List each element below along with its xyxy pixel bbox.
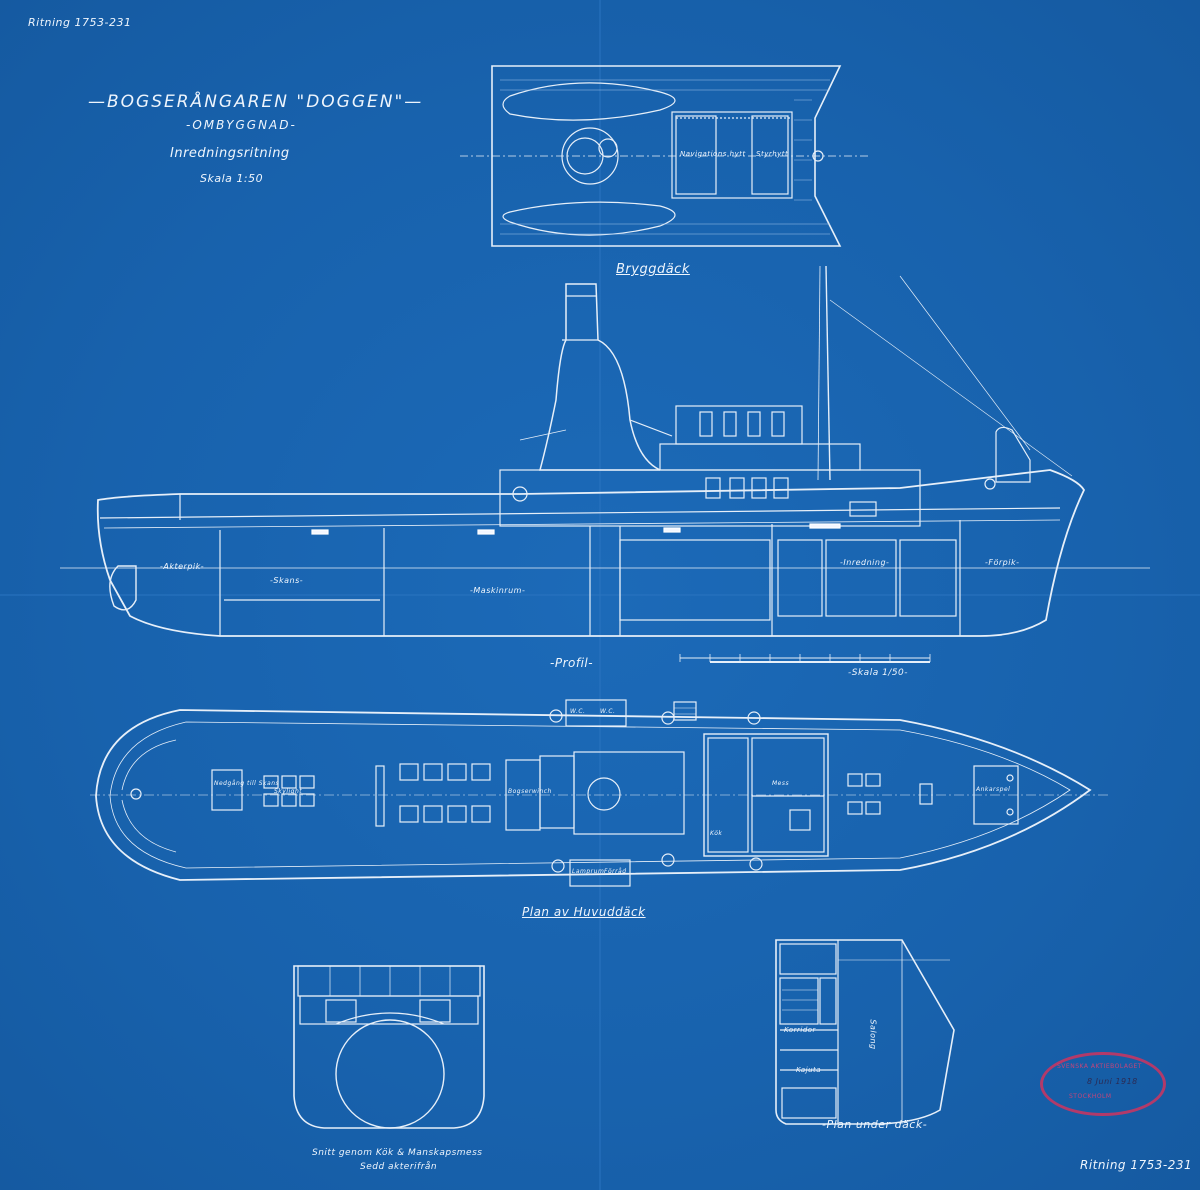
bridge-deck-plan	[460, 65, 870, 247]
label-mess: Mess	[772, 780, 790, 787]
label-bogsering: Bogserwinch	[508, 788, 552, 795]
label-styrhytt: Styrhytt	[756, 150, 789, 158]
label-wc1: W.C.	[570, 708, 586, 715]
label-wc2: W.C.	[600, 708, 616, 715]
label-forrad: Förråd	[604, 868, 627, 875]
registration-stamp: SVENSKA AKTIEBOLAGET 8 Juni 1918 STOCKHO…	[1040, 1052, 1166, 1116]
profile-scale-label: -Skala 1/50-	[848, 668, 909, 678]
section-title-line2: Sedd akterifrån	[360, 1162, 438, 1172]
label-skans: -Skans-	[270, 576, 304, 585]
drawing-type: Inredningsritning	[170, 146, 290, 161]
label-korridor: Korridor	[784, 1026, 816, 1034]
label-inredning: -Inredning-	[840, 558, 890, 567]
main-deck-title: Plan av Huvuddäck	[522, 905, 646, 919]
ship-subtitle: -OMBYGGNAD-	[186, 118, 297, 132]
stamp-line1: SVENSKA AKTIEBOLAGET	[1057, 1063, 1142, 1070]
label-ankarspel: Ankarspel	[976, 786, 1011, 793]
section-title-line1: Snitt genom Kök & Manskapsmess	[312, 1148, 483, 1158]
label-lamprum: Lamprum	[572, 868, 605, 875]
stamp-date: 8 Juni 1918	[1087, 1077, 1138, 1086]
drawing-number-bottom: Ritning 1753-231	[1080, 1158, 1193, 1172]
stamp-line3: STOCKHOLM	[1069, 1093, 1112, 1100]
profile-view	[60, 265, 1150, 663]
label-akterpik: -Akterpik-	[160, 562, 205, 571]
section-view	[293, 965, 485, 1129]
main-deck-plan	[90, 699, 1110, 887]
label-navigation: Navigations hytt	[680, 150, 746, 158]
label-nedgang: Nedgång till Skans	[214, 780, 280, 787]
below-deck-plan	[775, 939, 955, 1125]
label-maskinrum: -Maskinrum-	[470, 586, 526, 595]
label-forpik: -Förpik-	[985, 558, 1020, 567]
label-kajuta: Kajuta	[796, 1066, 822, 1074]
label-skylight: Skylight	[274, 788, 303, 795]
label-kok: Kök	[710, 830, 723, 837]
bridge-deck-title: Bryggdäck	[616, 262, 690, 277]
drawing-scale: Skala 1:50	[200, 172, 264, 185]
label-salong: Salong	[868, 1019, 878, 1050]
drawing-number-top: Ritning 1753-231	[28, 16, 132, 29]
ship-title: —BOGSERÅNGAREN "DOGGEN"—	[88, 92, 424, 112]
profile-title: -Profil-	[550, 656, 594, 670]
below-deck-title: -Plan under däck-	[822, 1118, 928, 1131]
